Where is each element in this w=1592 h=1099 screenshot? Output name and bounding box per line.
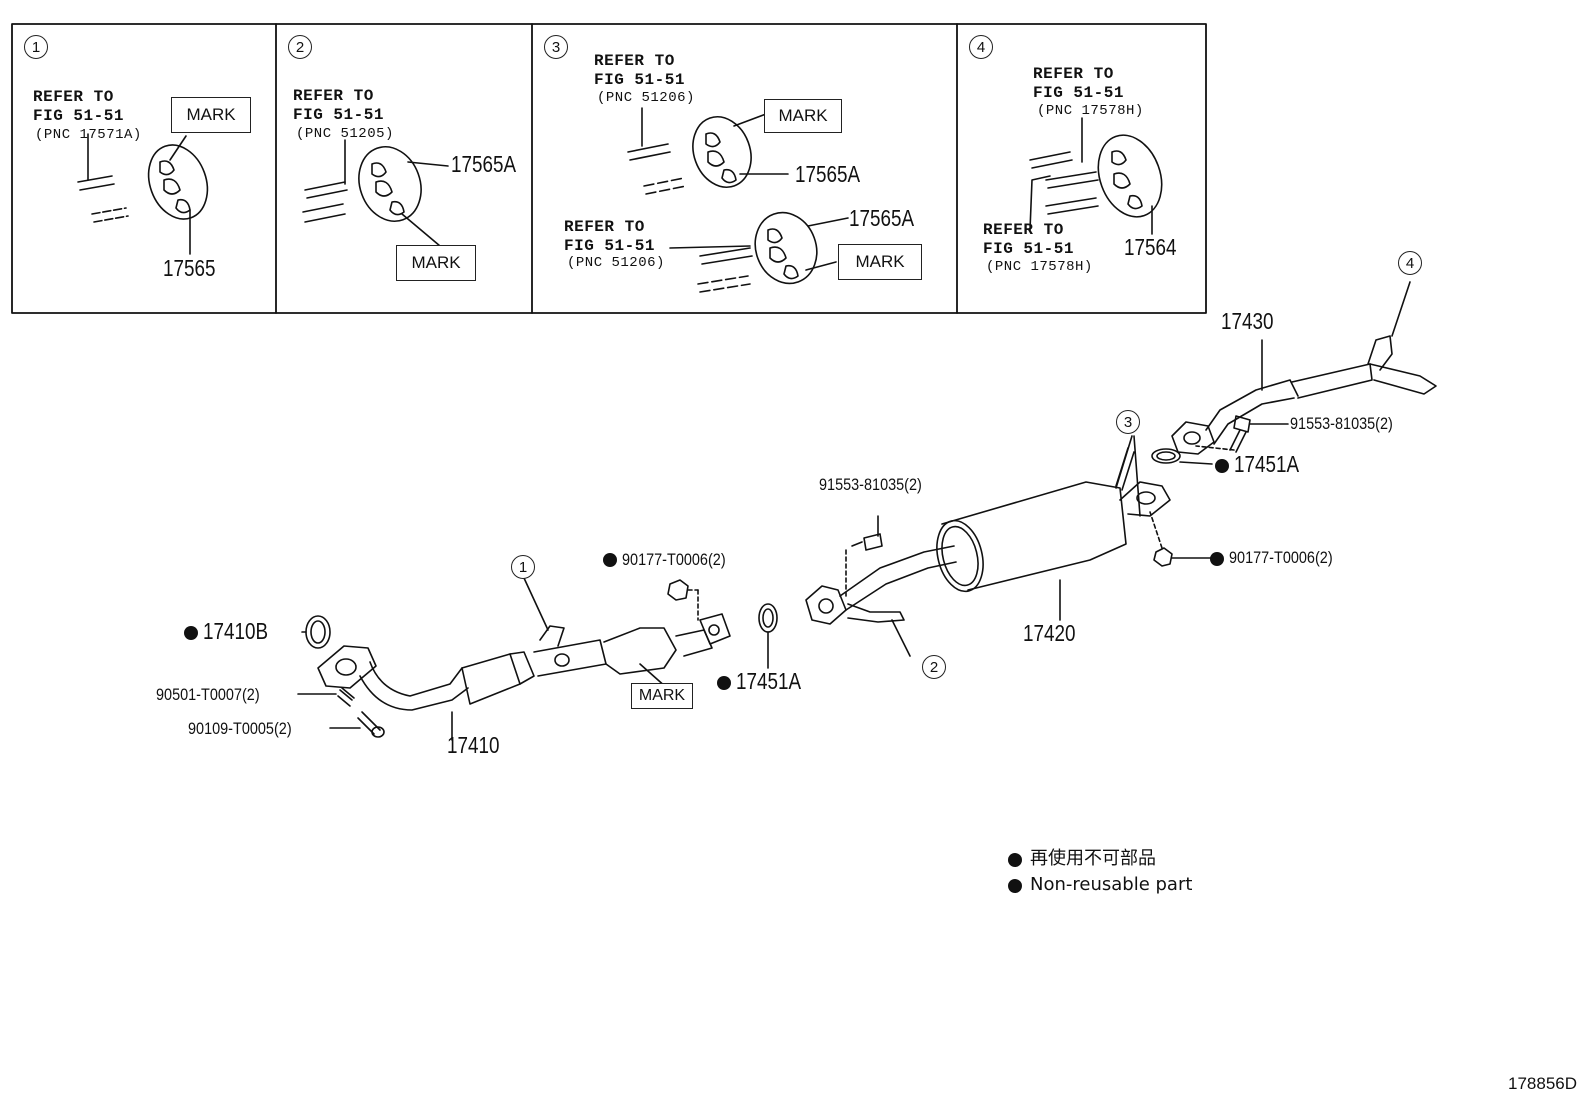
panel-4-refer-b-line2: FIG 51-51 bbox=[983, 240, 1074, 258]
legend-dot-en bbox=[1008, 879, 1022, 893]
callout-2: 2 bbox=[922, 655, 946, 679]
panel-2-art bbox=[302, 139, 449, 247]
panel-4-art bbox=[1029, 117, 1163, 235]
panel-1-refer-line2: FIG 51-51 bbox=[33, 107, 124, 125]
part-front-nut: 90177-T0006(2) bbox=[622, 550, 726, 569]
callout-3: 3 bbox=[1116, 410, 1140, 434]
tail-pipe-art bbox=[1171, 281, 1437, 455]
part-17410b: 17410B bbox=[203, 618, 269, 644]
non-reusable-dot-17451a-mid bbox=[717, 676, 731, 690]
non-reusable-dot-17451a-rear bbox=[1215, 459, 1229, 473]
panel-1-mark-label: MARK bbox=[171, 97, 251, 133]
part-mid-bolt: 91553-81035(2) bbox=[819, 475, 922, 494]
callout-leaders bbox=[523, 435, 1141, 657]
panel-2-mark-label: MARK bbox=[396, 245, 476, 281]
part-17451a-rear: 17451A bbox=[1234, 451, 1300, 477]
panel-1-part-number: 17565 bbox=[163, 255, 216, 281]
panel-1-refer-line1: REFER TO bbox=[33, 88, 114, 106]
panel-3-number: 3 bbox=[544, 35, 568, 59]
diagram-id: 178856D bbox=[1508, 1074, 1578, 1093]
panel-3-part-number-a: 17565A bbox=[795, 161, 861, 187]
legend-dot-jp bbox=[1008, 853, 1022, 867]
part-rear-nut: 90177-T0006(2) bbox=[1229, 548, 1333, 567]
panel-4-number: 4 bbox=[969, 35, 993, 59]
panel-2-refer-line2: FIG 51-51 bbox=[293, 106, 384, 124]
panel-1-refer-pnc: (PNC 17571A) bbox=[35, 127, 142, 143]
panel-1-art bbox=[77, 133, 209, 255]
part-tail-pipe: 17430 bbox=[1221, 308, 1274, 334]
front-pipe-art bbox=[317, 613, 731, 741]
part-rear-bolt: 91553-81035(2) bbox=[1290, 414, 1393, 433]
non-reusable-dot-17410b bbox=[184, 626, 198, 640]
panel-3-part-number-b: 17565A bbox=[849, 205, 915, 231]
fasteners-art bbox=[297, 415, 1289, 738]
part-front-pipe: 17410 bbox=[447, 732, 500, 758]
panel-2-part-number: 17565A bbox=[451, 151, 517, 177]
panel-4-refer-b-pnc: (PNC 17578H) bbox=[986, 259, 1093, 275]
part-17451a-mid: 17451A bbox=[736, 668, 802, 694]
panel-4-refer-a-line2: FIG 51-51 bbox=[1033, 84, 1124, 102]
panel-3-mark-label-a: MARK bbox=[764, 99, 842, 133]
panel-3-art bbox=[627, 107, 849, 293]
panel-3-refer-b-line2: FIG 51-51 bbox=[564, 237, 655, 255]
panel-1-number: 1 bbox=[24, 35, 48, 59]
panel-3-mark-label-b: MARK bbox=[838, 244, 922, 280]
gaskets-art bbox=[301, 448, 1213, 669]
callout-4: 4 bbox=[1398, 251, 1422, 275]
part-spring-bolt: 90109-T0005(2) bbox=[188, 719, 292, 738]
legend-jp: 再使用不可部品 bbox=[1030, 848, 1156, 869]
legend-en: Non-reusable part bbox=[1030, 874, 1193, 895]
panel-3-refer-b-line1: REFER TO bbox=[564, 218, 645, 236]
panel-2-refer-line1: REFER TO bbox=[293, 87, 374, 105]
non-reusable-dot-front-nut bbox=[603, 553, 617, 567]
panel-2-number: 2 bbox=[288, 35, 312, 59]
callout-1: 1 bbox=[511, 555, 535, 579]
panel-4-refer-a-pnc: (PNC 17578H) bbox=[1037, 103, 1144, 119]
panel-4-refer-b-line1: REFER TO bbox=[983, 221, 1064, 239]
panel-4-refer-a-line1: REFER TO bbox=[1033, 65, 1114, 83]
detail-panel-frames bbox=[11, 23, 1207, 314]
non-reusable-dot-rear-nut bbox=[1210, 552, 1224, 566]
panel-2-refer-pnc: (PNC 51205) bbox=[296, 126, 394, 142]
front-pipe-mark-label: MARK bbox=[631, 683, 693, 709]
part-stud: 90501-T0007(2) bbox=[156, 685, 260, 704]
panel-3-refer-a-line1: REFER TO bbox=[594, 52, 675, 70]
panel-3-refer-a-line2: FIG 51-51 bbox=[594, 71, 685, 89]
panel-3-refer-b-pnc: (PNC 51206) bbox=[567, 255, 665, 271]
panel-4-part-number: 17564 bbox=[1124, 234, 1177, 260]
panel-3-refer-a-pnc: (PNC 51206) bbox=[597, 90, 695, 106]
part-muffler: 17420 bbox=[1023, 620, 1076, 646]
